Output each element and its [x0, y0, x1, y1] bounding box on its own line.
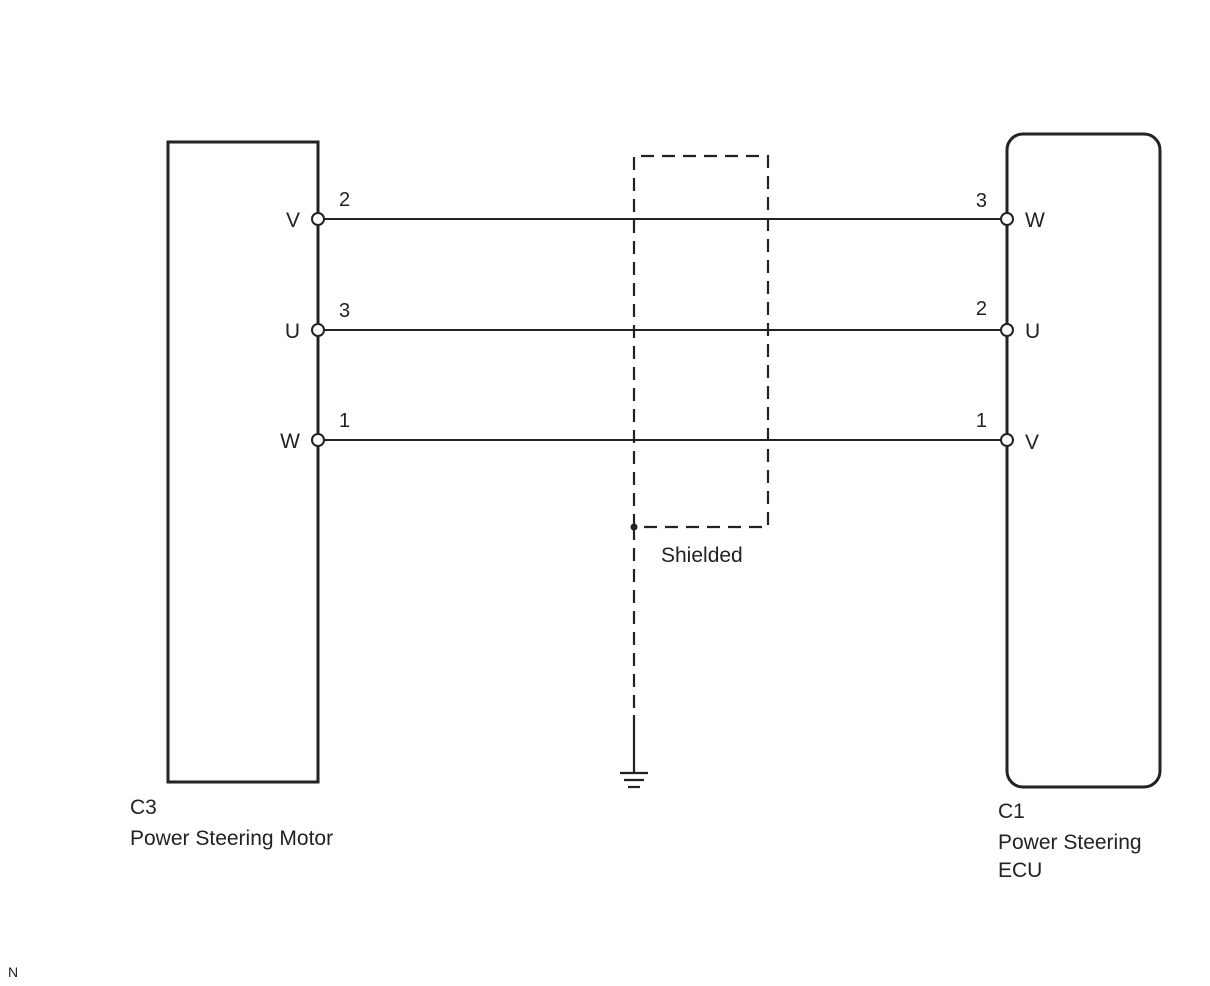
left-signal-label: U — [285, 320, 300, 343]
terminal-left-2 — [311, 323, 325, 337]
shield-outline — [632, 154, 770, 529]
right-component-name-line-2: ECU — [998, 859, 1042, 882]
shield-label: Shielded — [661, 544, 743, 567]
left-signal-label: W — [280, 430, 300, 453]
right-pin-number: 2 — [976, 298, 987, 320]
terminal-right-3 — [1000, 433, 1014, 447]
right-signal-label: U — [1025, 320, 1040, 343]
right-signal-label: V — [1025, 431, 1039, 454]
left-pin-number: 3 — [339, 300, 350, 322]
left-component-name: Power Steering Motor — [130, 827, 333, 850]
shield-junction-dot — [630, 523, 638, 531]
terminal-right-2 — [1000, 323, 1014, 337]
terminal-left-3 — [311, 433, 325, 447]
left-signal-label: V — [286, 209, 300, 232]
ground-icon — [620, 771, 648, 789]
terminal-right-1 — [1000, 212, 1014, 226]
left-pin-number: 1 — [339, 410, 350, 432]
left-pin-number: 2 — [339, 189, 350, 211]
corner-mark: N — [8, 964, 18, 980]
left-connector-code: C3 — [130, 796, 157, 819]
right-signal-label: W — [1025, 209, 1045, 232]
right-component-name-line-1: Power Steering — [998, 831, 1142, 854]
right-connector-code: C1 — [998, 800, 1025, 823]
power-steering-ecu-box — [1005, 132, 1162, 789]
power-steering-motor-box — [166, 140, 320, 784]
terminal-left-1 — [311, 212, 325, 226]
right-pin-number: 3 — [976, 190, 987, 212]
right-pin-number: 1 — [976, 410, 987, 432]
